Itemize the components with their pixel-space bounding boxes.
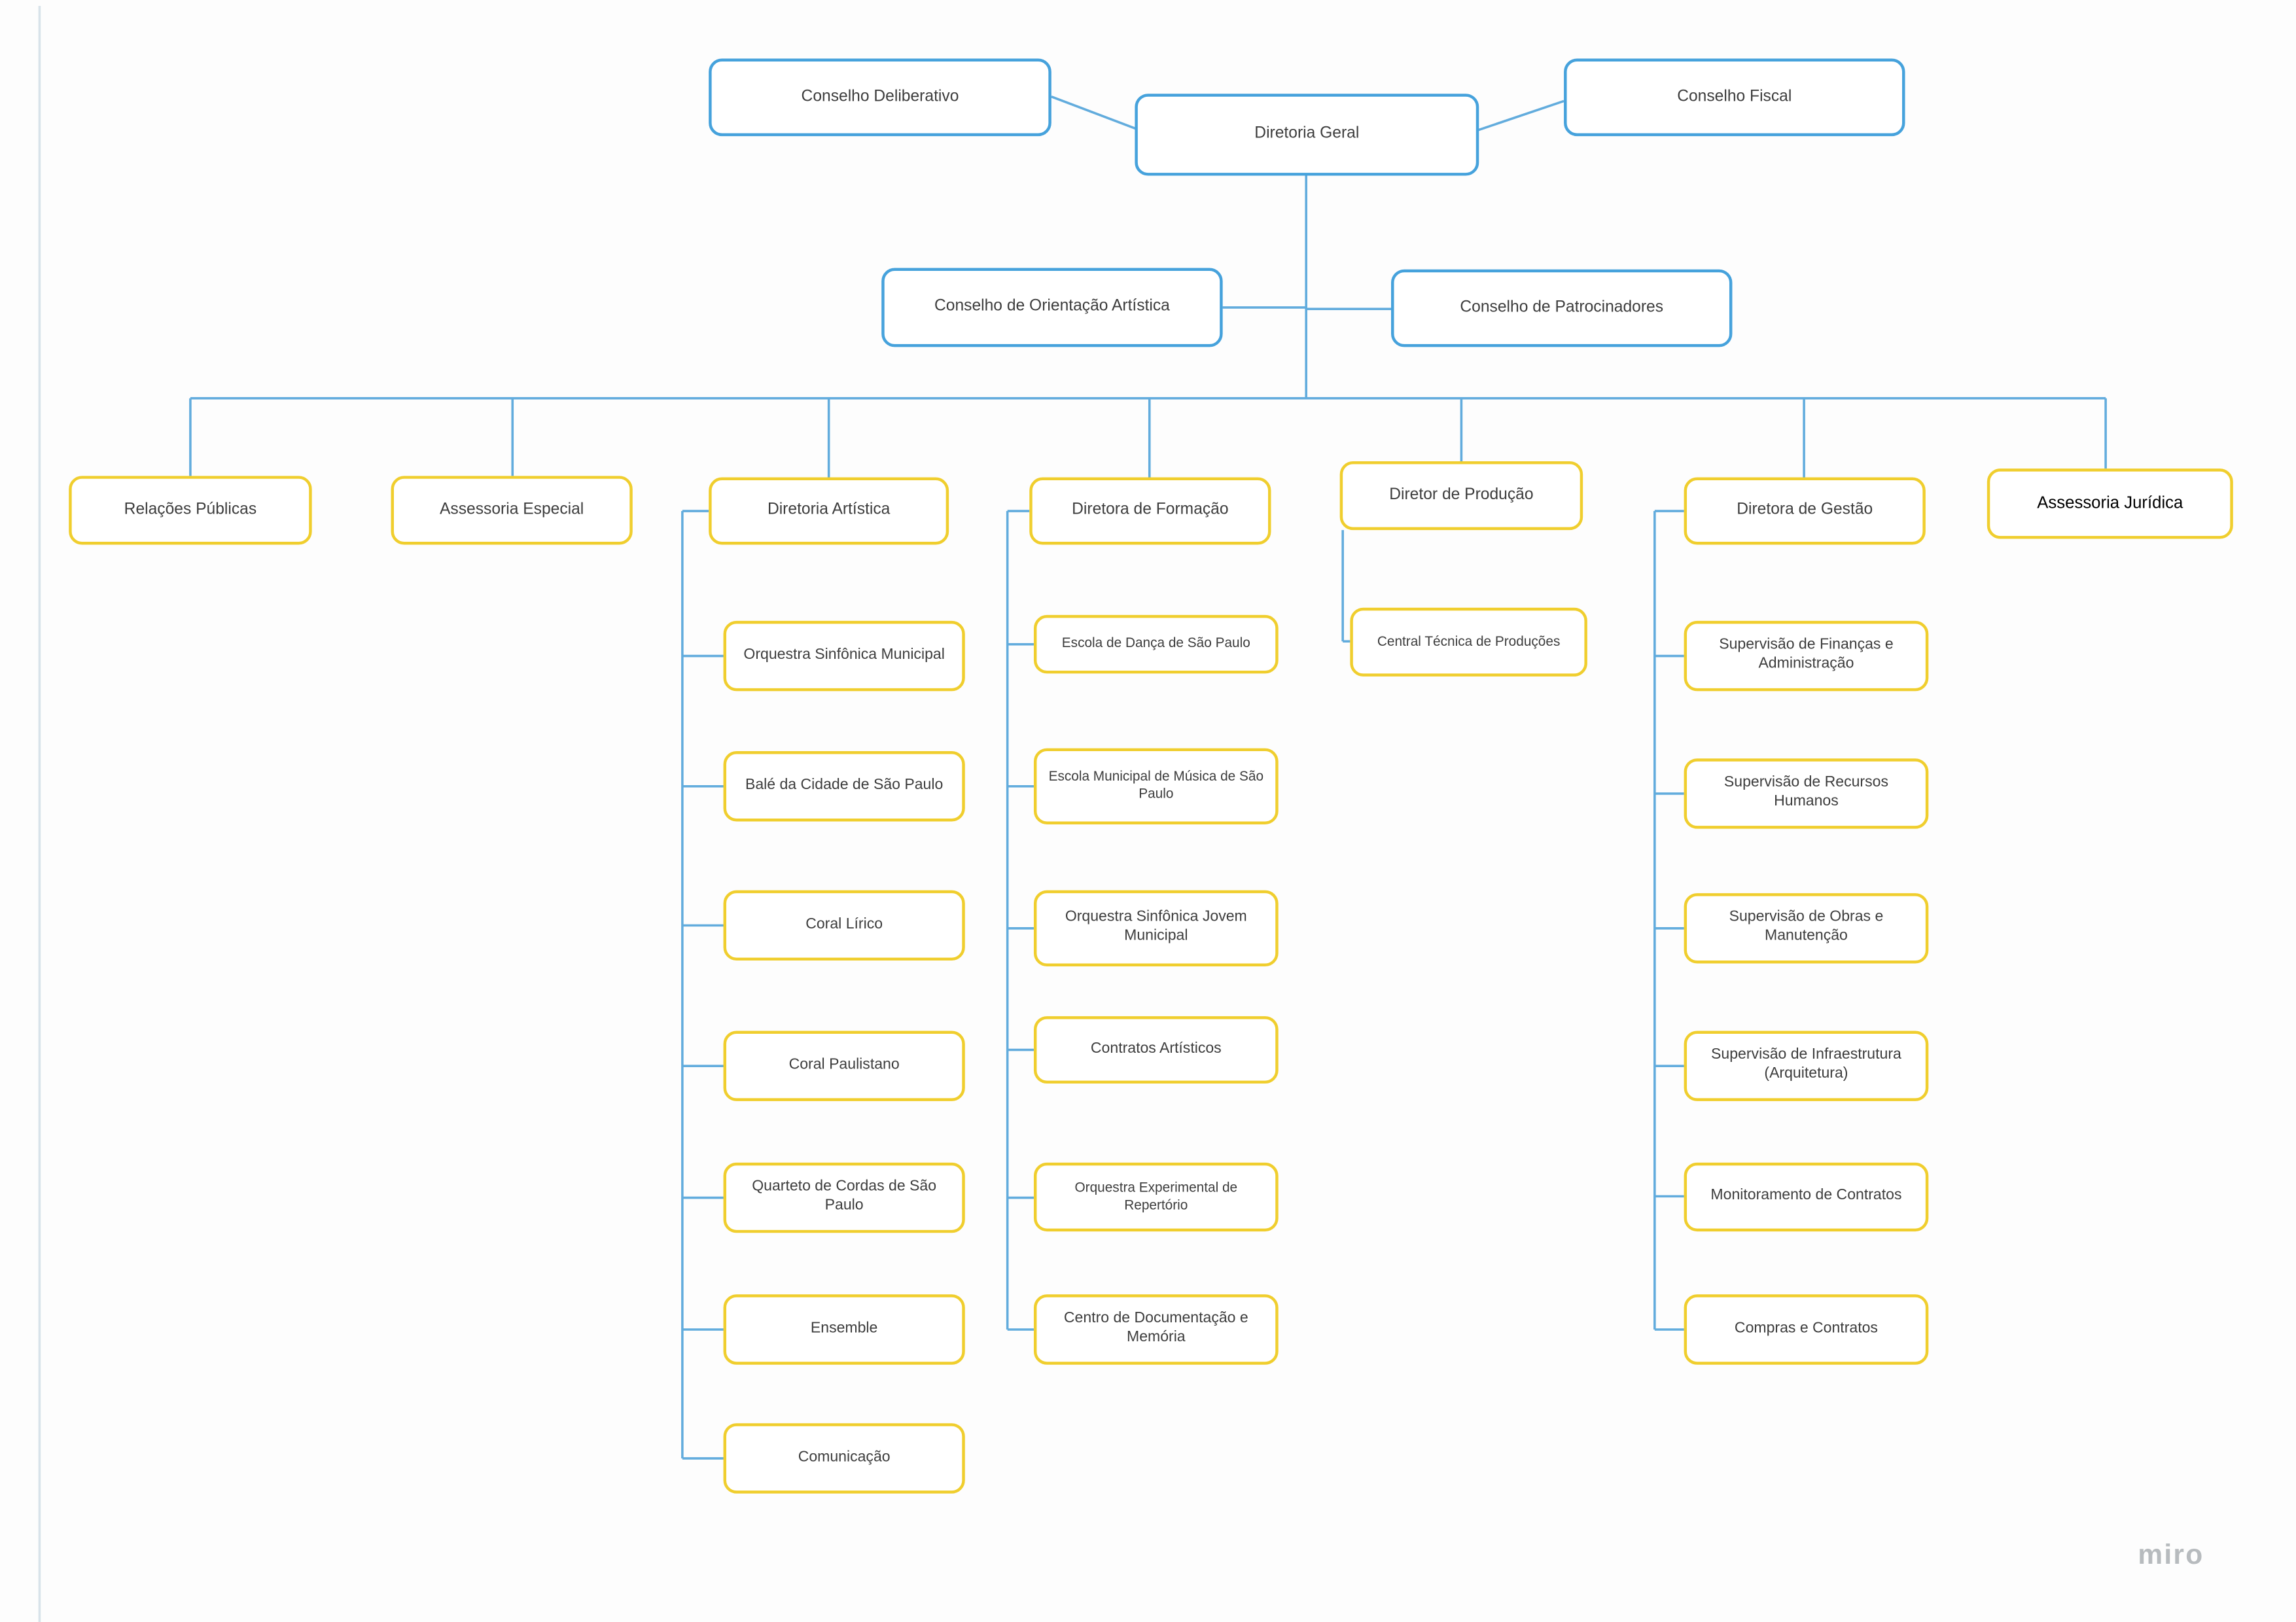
node-centro-documentacao-memoria[interactable]: Centro de Documentação e Memória: [1033, 1294, 1279, 1365]
node-central-tecnica-producoes[interactable]: Central Técnica de Produções: [1350, 607, 1587, 677]
node-supervisao-financas-administracao[interactable]: Supervisão de Finanças e Administração: [1684, 620, 1929, 692]
node-conselho-deliberativo[interactable]: Conselho Deliberativo: [709, 58, 1051, 137]
node-assessoria-especial[interactable]: Assessoria Especial: [391, 476, 633, 545]
miro-watermark: miro: [2138, 1540, 2204, 1572]
node-conselho-fiscal[interactable]: Conselho Fiscal: [1564, 58, 1905, 137]
node-ensemble[interactable]: Ensemble: [723, 1294, 965, 1365]
node-assessoria-juridica[interactable]: Assessoria Jurídica: [1987, 468, 2233, 539]
node-monitoramento-contratos[interactable]: Monitoramento de Contratos: [1684, 1162, 1929, 1232]
node-diretoria-geral[interactable]: Diretoria Geral: [1135, 94, 1479, 176]
node-diretoria-artistica[interactable]: Diretoria Artística: [709, 477, 949, 545]
node-contratos-artisticos[interactable]: Contratos Artísticos: [1033, 1016, 1279, 1084]
node-relacoes-publicas[interactable]: Relações Públicas: [69, 476, 312, 545]
node-coral-paulistano[interactable]: Coral Paulistano: [723, 1031, 965, 1101]
node-supervisao-obras-manutencao[interactable]: Supervisão de Obras e Manutenção: [1684, 893, 1929, 964]
node-conselho-patrocinadores[interactable]: Conselho de Patrocinadores: [1391, 269, 1733, 347]
node-bale-cidade-sao-paulo[interactable]: Balé da Cidade de São Paulo: [723, 751, 965, 822]
node-supervisao-recursos-humanos[interactable]: Supervisão de Recursos Humanos: [1684, 758, 1929, 829]
node-diretora-gestao[interactable]: Diretora de Gestão: [1684, 477, 1926, 545]
node-diretora-formacao[interactable]: Diretora de Formação: [1029, 477, 1271, 545]
node-escola-danca-sao-paulo[interactable]: Escola de Dança de São Paulo: [1033, 614, 1279, 674]
node-compras-contratos[interactable]: Compras e Contratos: [1684, 1294, 1929, 1365]
node-diretor-producao[interactable]: Diretor de Produção: [1339, 461, 1583, 531]
node-conselho-orientacao-artistica[interactable]: Conselho de Orientação Artística: [881, 268, 1223, 347]
node-orquestra-sinfonica-jovem[interactable]: Orquestra Sinfônica Jovem Municipal: [1033, 890, 1279, 967]
node-orquestra-experimental-repertorio[interactable]: Orquestra Experimental de Repertório: [1033, 1162, 1279, 1232]
node-quarteto-cordas-sao-paulo[interactable]: Quarteto de Cordas de São Paulo: [723, 1162, 965, 1233]
node-coral-lirico[interactable]: Coral Lírico: [723, 890, 965, 961]
node-supervisao-infraestrutura[interactable]: Supervisão de Infraestrutura (Arquitetur…: [1684, 1031, 1929, 1101]
node-comunicacao[interactable]: Comunicação: [723, 1423, 965, 1494]
node-orquestra-sinfonica-municipal[interactable]: Orquestra Sinfônica Municipal: [723, 620, 965, 692]
node-escola-municipal-musica[interactable]: Escola Municipal de Música de São Paulo: [1033, 748, 1279, 824]
